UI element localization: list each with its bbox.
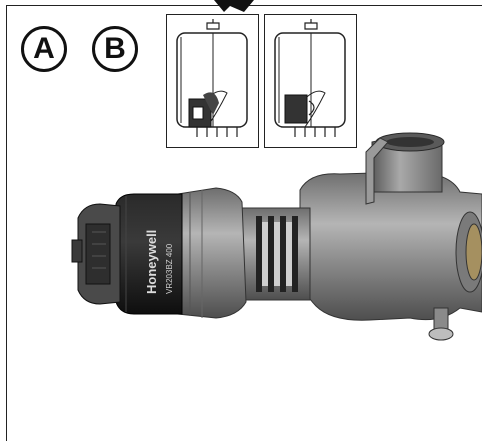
boiler-diagram-b [264,14,357,148]
coil-brand-label: Honeywell [144,230,159,294]
arrow-top-icon [214,0,254,12]
step-b-badge: B [92,26,138,72]
boiler-diagram-a [166,14,259,148]
step-a-label: A [33,32,55,65]
gas-valve-photo: Honeywell VR203BZ 400 [71,132,482,341]
coil-model-label: VR203BZ 400 [165,243,174,294]
step-a-badge: A [21,26,67,72]
boiler-outline-icon [274,19,346,137]
step-b-label: B [104,32,126,65]
boiler-outline-icon [176,19,248,137]
